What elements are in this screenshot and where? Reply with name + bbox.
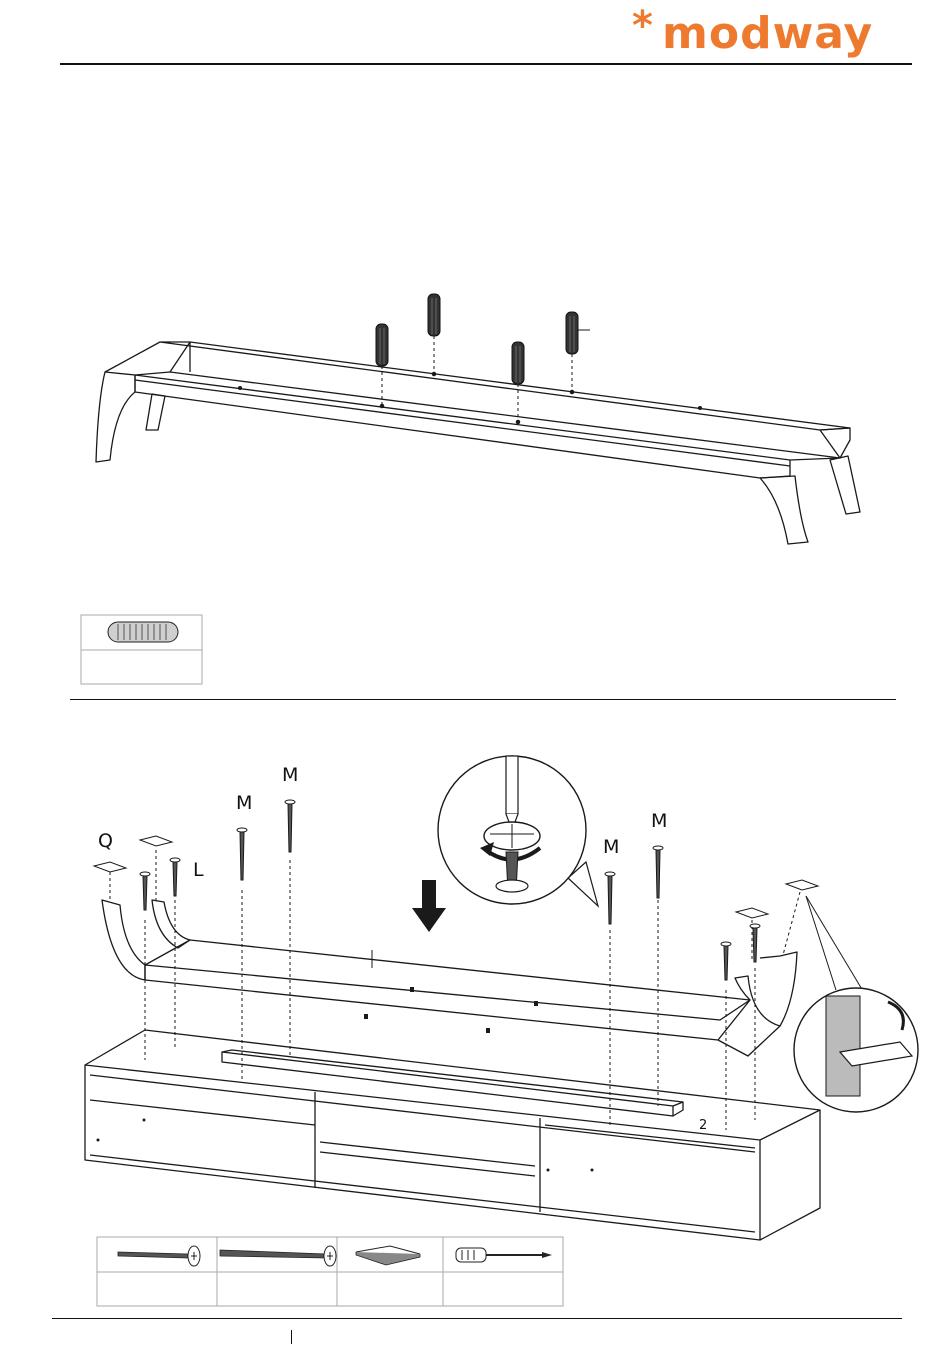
frame-back-rail	[160, 342, 850, 430]
right-leg-front	[760, 476, 808, 544]
felt-pad-icon	[356, 1246, 420, 1265]
part-label-panel: 2	[699, 1118, 707, 1133]
right-leg-back	[830, 456, 860, 514]
step2-hardware-table	[96, 1236, 566, 1308]
dowel-2	[428, 294, 440, 336]
part-label-m3: M	[603, 836, 619, 858]
step2-diagram: Q L M M M M 2	[0, 700, 950, 1260]
wood-dowel-icon	[108, 622, 178, 642]
footer-separator	[291, 1330, 292, 1344]
cabinet-shelf	[320, 1142, 535, 1166]
part-label-m2: M	[282, 764, 298, 786]
part-label-l: L	[193, 859, 204, 881]
left-end-upright	[102, 900, 145, 980]
footer-rule	[52, 1318, 902, 1319]
part-label-q: Q	[98, 830, 113, 852]
top-frame-rail	[145, 940, 750, 1020]
long-screw-icon	[220, 1246, 336, 1266]
part-label-m4: M	[651, 810, 667, 832]
screwdriver-icon	[456, 1248, 552, 1262]
right-end-block	[820, 428, 850, 458]
header-rule	[60, 63, 912, 65]
left-leg-back	[146, 394, 165, 430]
screwdriver-callout	[438, 756, 598, 906]
dowel-4	[566, 312, 578, 354]
step1-diagram	[0, 280, 950, 600]
brand-logo: * modway	[632, 8, 882, 68]
down-arrow-icon	[412, 880, 446, 932]
frame-front-apron	[135, 380, 790, 466]
back-rail	[222, 1050, 683, 1106]
dowel-1	[376, 324, 388, 366]
right-end-upright	[718, 976, 780, 1056]
left-inner-upright	[152, 900, 190, 948]
part-label-m1: M	[236, 792, 252, 814]
screw-icon	[118, 1246, 200, 1266]
brand-asterisk-icon: *	[632, 6, 653, 46]
felt-pad-callout	[794, 896, 918, 1112]
dowel-3	[512, 342, 524, 384]
cabinet-top	[85, 1030, 820, 1140]
step1-hardware-box	[80, 614, 204, 686]
left-leg-front	[96, 372, 135, 462]
brand-wordmark: modway	[662, 8, 873, 60]
